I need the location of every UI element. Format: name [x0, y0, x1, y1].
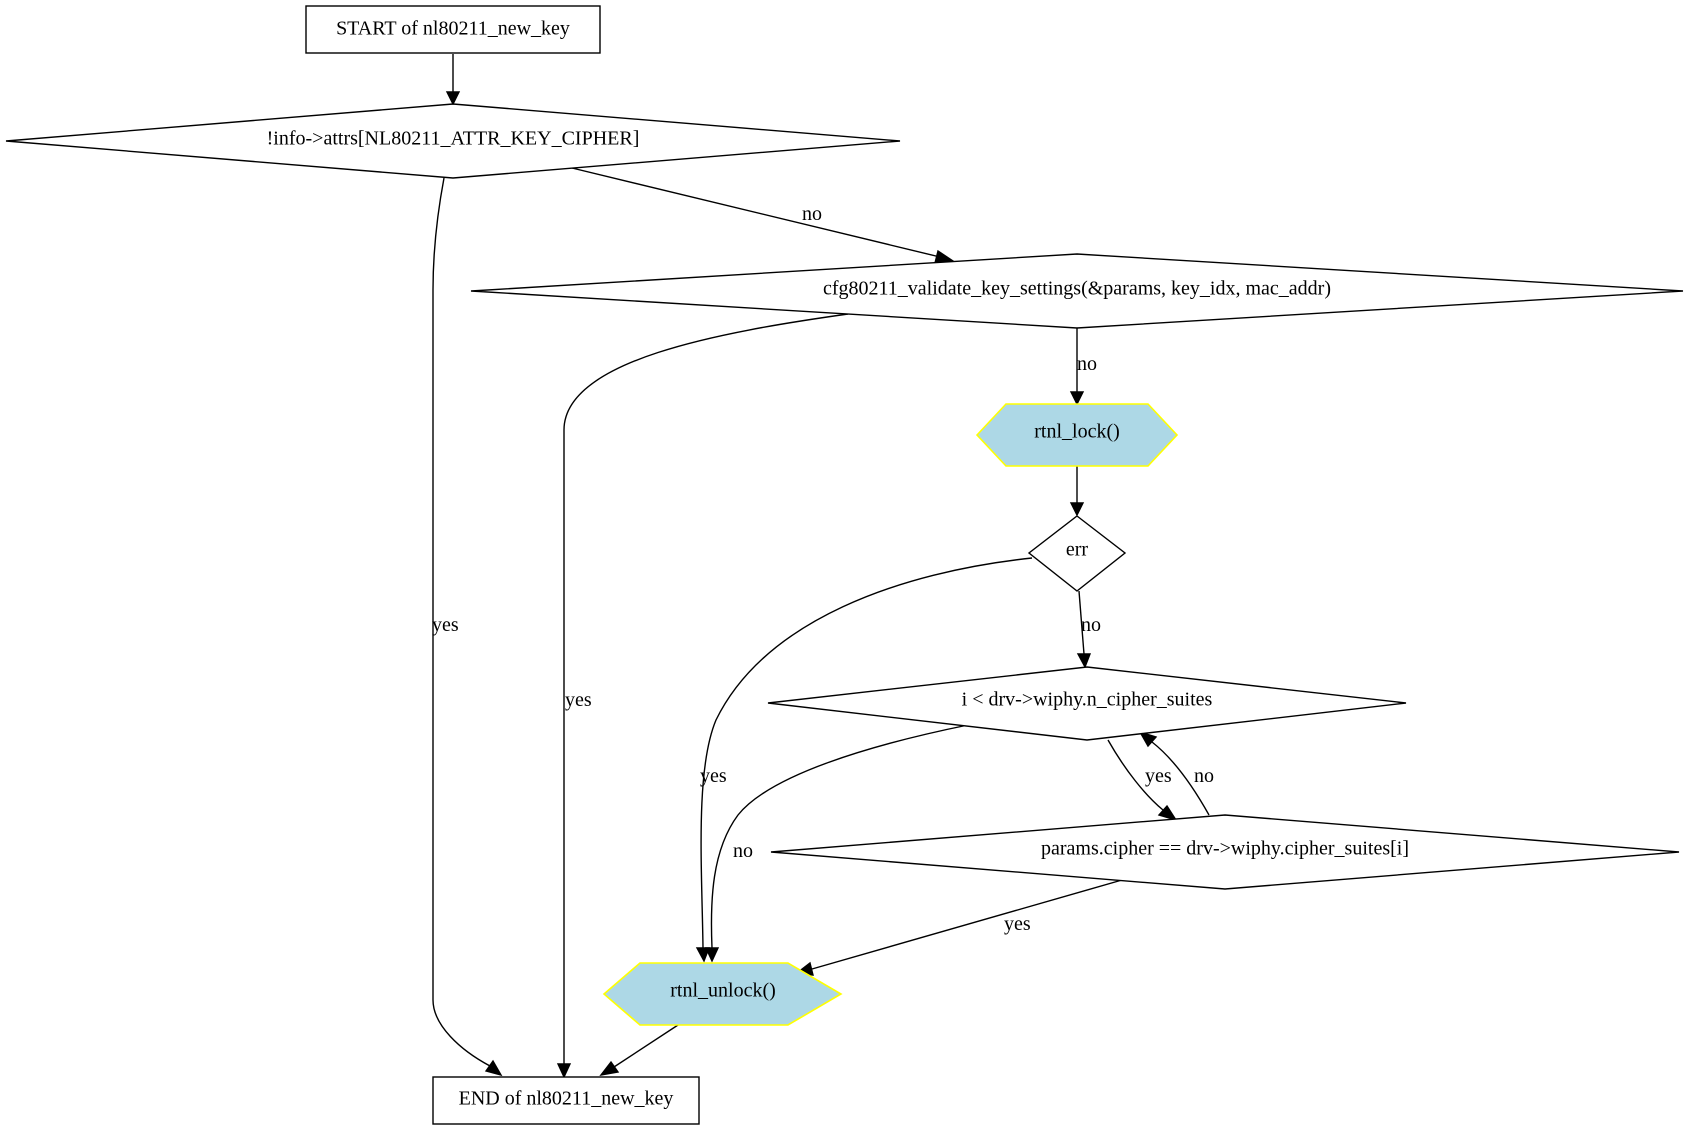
edge-cipher-match-to-rtnl-unlock: yes	[795, 879, 1123, 976]
node-rtnl-lock: rtnl_lock()	[975, 403, 1179, 467]
edge-label-cipher-yes: yes	[1004, 913, 1031, 935]
edge-rtnl-unlock-to-end	[599, 1024, 679, 1077]
node-rtnl-unlock-label: rtnl_unlock()	[670, 980, 776, 1002]
node-cipher-match: params.cipher == drv->wiphy.cipher_suite…	[770, 814, 1680, 890]
node-validate: cfg80211_validate_key_settings(&params, …	[470, 253, 1684, 329]
node-err: err	[1027, 515, 1127, 592]
node-start-label: START of nl80211_new_key	[336, 18, 570, 40]
edge-loop-cond-to-cipher-match: yes	[1107, 739, 1178, 822]
node-end: END of nl80211_new_key	[432, 1076, 700, 1125]
edge-cipher-match-to-loop-cond: no	[1138, 730, 1214, 816]
node-check-cipher: !info->attrs[NL80211_ATTR_KEY_CIPHER]	[5, 103, 901, 179]
edge-label-check-cipher-no: no	[802, 203, 822, 225]
edge-check-cipher-to-validate: no	[571, 167, 955, 264]
edge-check-cipher-to-end: yes	[432, 177, 503, 1077]
edge-label-loop-yes: yes	[1145, 765, 1172, 787]
edge-loop-cond-to-rtnl-unlock: no	[704, 724, 969, 963]
edge-label-cipher-no: no	[1194, 765, 1214, 787]
node-end-label: END of nl80211_new_key	[459, 1088, 674, 1110]
node-err-label: err	[1066, 539, 1089, 561]
edge-validate-to-end: yes	[556, 313, 849, 1079]
edge-rtnl-lock-to-err	[1069, 466, 1085, 517]
edge-label-err-yes: yes	[700, 765, 727, 787]
node-cipher-match-label: params.cipher == drv->wiphy.cipher_suite…	[1041, 838, 1409, 860]
node-loop-cond-label: i < drv->wiphy.n_cipher_suites	[962, 689, 1213, 711]
edge-validate-to-rtnl-lock: no	[1069, 328, 1097, 406]
edge-label-validate-yes: yes	[565, 689, 592, 711]
edge-err-to-rtnl-unlock: yes	[695, 557, 1033, 963]
edge-label-loop-no: no	[733, 840, 753, 862]
node-loop-cond: i < drv->wiphy.n_cipher_suites	[767, 666, 1407, 741]
node-start: START of nl80211_new_key	[305, 5, 601, 54]
edge-label-validate-no: no	[1077, 353, 1097, 375]
node-validate-label: cfg80211_validate_key_settings(&params, …	[823, 278, 1331, 300]
node-rtnl-lock-label: rtnl_lock()	[1034, 421, 1120, 443]
node-check-cipher-label: !info->attrs[NL80211_ATTR_KEY_CIPHER]	[267, 128, 640, 150]
edge-err-to-loop-cond: no	[1076, 590, 1101, 669]
edge-label-err-no: no	[1081, 614, 1101, 636]
edge-start-to-check-cipher	[445, 54, 461, 106]
edge-label-check-cipher-yes: yes	[432, 614, 459, 636]
node-rtnl-unlock: rtnl_unlock()	[602, 962, 843, 1026]
